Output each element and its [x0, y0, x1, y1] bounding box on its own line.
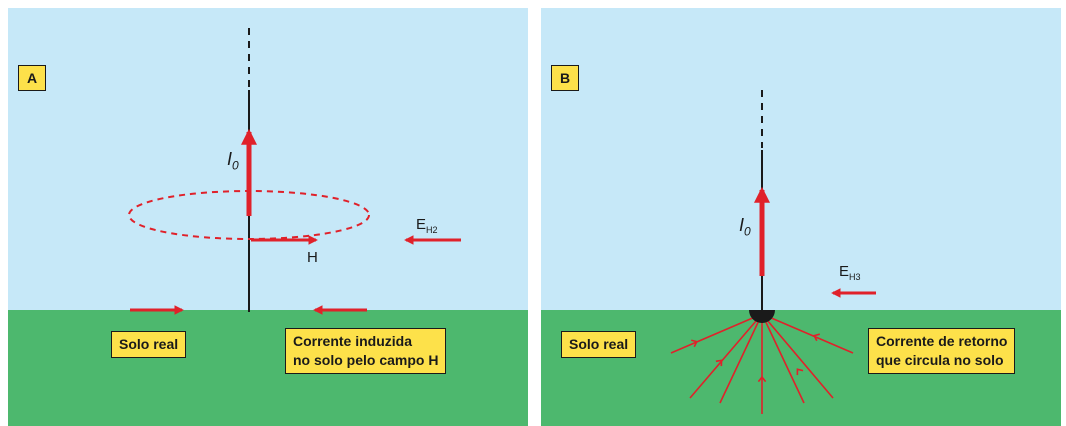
current-label: I0 — [227, 149, 239, 173]
grounding-point — [749, 310, 775, 323]
current-label: I0 — [739, 215, 751, 239]
current-subscript: 0 — [744, 224, 751, 239]
panel-b-tag: B — [551, 65, 579, 91]
return-current-line-2: que circula no solo — [876, 352, 1004, 368]
sky — [8, 8, 528, 310]
ray-7 — [761, 313, 854, 354]
induced-current-label: Corrente induzida no solo pelo campo H — [285, 328, 447, 374]
e-field-label: EH3 — [839, 263, 861, 282]
panel-a-drawing — [8, 8, 528, 426]
panel-a: A I0 H EH2 Solo real Corrente induzida n… — [8, 8, 528, 426]
induced-current-line-2: no solo pelo campo H — [293, 352, 439, 368]
return-current-label: Corrente de retorno que circula no solo — [868, 328, 1016, 374]
soil-label: Solo real — [111, 331, 187, 358]
current-symbol: I — [739, 215, 745, 235]
e-field-symbol: E — [839, 263, 850, 280]
return-current-rays — [670, 313, 854, 414]
ray-3 — [719, 313, 763, 404]
ground — [8, 310, 528, 426]
h-field-label: H — [307, 249, 318, 266]
e-field-subscript: H2 — [426, 225, 438, 235]
ray-1 — [670, 313, 763, 354]
panel-a-tag: A — [18, 65, 46, 91]
panel-b: B I0 EH3 Solo real Corrente de retorno q… — [541, 8, 1061, 426]
ray-5 — [761, 313, 805, 404]
sky — [541, 8, 1061, 310]
e-field-symbol: E — [416, 216, 427, 233]
e-field-subscript: H3 — [849, 272, 861, 282]
soil-label: Solo real — [561, 331, 637, 358]
current-symbol: I — [227, 149, 233, 169]
ray-2 — [689, 313, 763, 399]
induced-current-line-1: Corrente induzida — [293, 333, 413, 349]
e-field-label: EH2 — [416, 216, 438, 235]
current-subscript: 0 — [232, 158, 239, 173]
magnetic-field-loop — [128, 190, 370, 240]
ray-6 — [761, 313, 834, 399]
return-current-line-1: Corrente de retorno — [876, 333, 1008, 349]
